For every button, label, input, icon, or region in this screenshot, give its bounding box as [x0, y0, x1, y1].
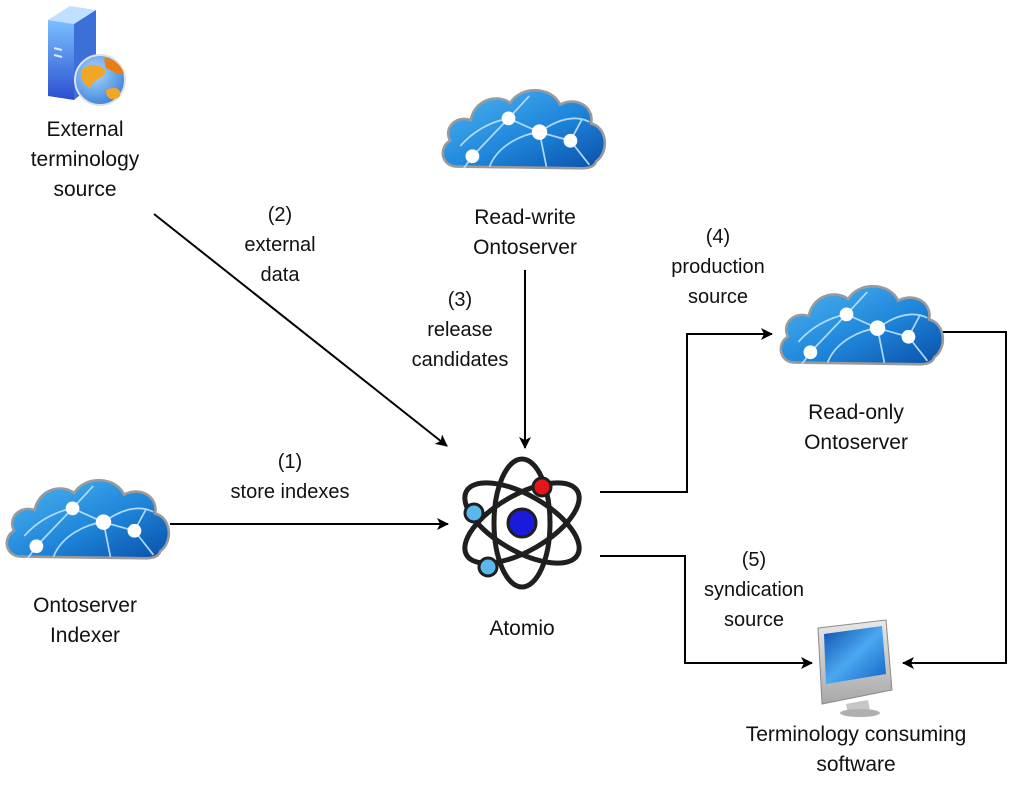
node-label-read-write-ontoserver: Read-write Ontoserver [455, 203, 595, 263]
label-line: Indexer [49, 624, 121, 647]
node-label-external-source: External terminology source [20, 115, 150, 205]
label-line: external [244, 234, 316, 256]
label-line: External [46, 118, 124, 141]
desktop-computer-icon [817, 619, 893, 717]
atom-nucleus [506, 507, 538, 539]
edge-label-release-candidates: (3) release candidates [396, 285, 524, 375]
label-line: release [427, 319, 493, 341]
label-line: Read-write [474, 206, 576, 229]
edge-label-store-indexes: (1) store indexes [200, 447, 380, 507]
edge-production-source [600, 328, 773, 493]
server-globe-icon [48, 6, 126, 106]
label-line: (2) [267, 204, 293, 226]
read-only-ontoserver-cloud-icon [779, 284, 945, 366]
label-line: software [816, 753, 896, 776]
label-line: Terminology consuming [745, 723, 967, 746]
node-label-atomio: Atomio [472, 614, 572, 644]
edge-external-data [153, 213, 448, 447]
edge-label-production-source: (4) production source [668, 222, 768, 312]
edge-syndication-source [600, 555, 813, 669]
edge-read-only-to-consumer [902, 331, 1007, 669]
label-line: syndication [703, 579, 805, 601]
edge-label-syndication-source: (5) syndication source [684, 545, 824, 635]
label-line: Read-only [808, 401, 904, 424]
label-line: Ontoserver [33, 594, 137, 617]
read-write-ontoserver-cloud-icon [441, 88, 607, 170]
label-line: Ontoserver [804, 431, 908, 454]
label-line: (4) [705, 226, 731, 248]
label-line: source [53, 178, 117, 201]
edge-label-external-data: (2) external data [230, 200, 330, 290]
label-line: candidates [411, 349, 509, 371]
electron-red [531, 476, 553, 498]
label-line: Atomio [489, 617, 555, 640]
node-label-terminology-consuming-software: Terminology consuming software [706, 720, 1006, 780]
label-line: store indexes [230, 481, 350, 503]
node-label-read-only-ontoserver: Read-only Ontoserver [786, 398, 926, 458]
label-line: terminology [30, 148, 140, 171]
electron-blue-left [463, 502, 485, 524]
label-line: source [687, 286, 749, 308]
node-label-ontoserver-indexer: Ontoserver Indexer [15, 591, 155, 651]
label-line: source [723, 609, 785, 631]
label-line: production [671, 256, 765, 278]
label-line: data [260, 264, 300, 286]
electron-blue-bottom [477, 556, 499, 578]
label-line: (5) [741, 549, 767, 571]
atom-icon [462, 456, 582, 590]
label-line: (1) [277, 451, 303, 473]
ontoserver-indexer-cloud-icon [5, 478, 171, 560]
label-line: (3) [447, 289, 473, 311]
label-line: Ontoserver [473, 236, 577, 259]
